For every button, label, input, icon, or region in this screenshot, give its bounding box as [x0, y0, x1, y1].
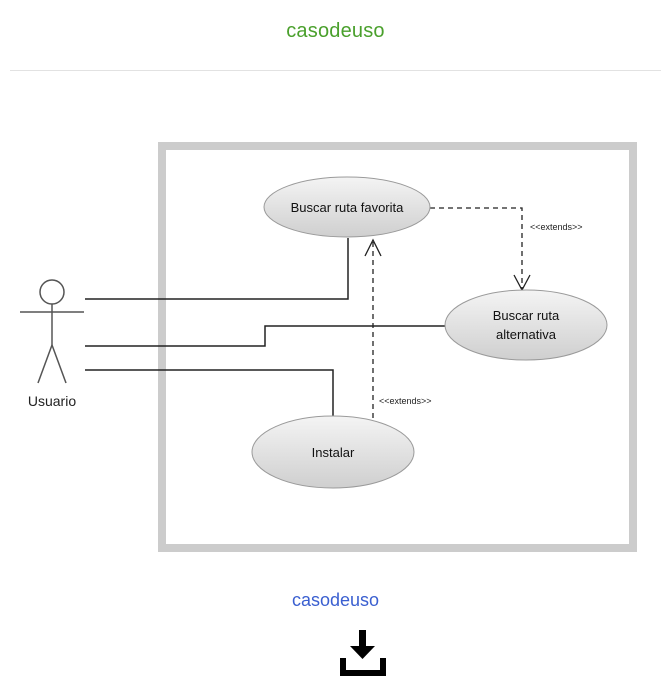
- use-case-alternative: [444, 289, 608, 361]
- caption-link[interactable]: casodeuso: [291, 590, 380, 610]
- actor-left-leg: [37, 344, 53, 384]
- association-install: [85, 369, 334, 418]
- use-case-favorite: [263, 176, 431, 238]
- download-icon[interactable]: [337, 628, 389, 678]
- header-divider: [10, 70, 661, 71]
- actor-right-leg: [51, 344, 67, 384]
- extends-label-top: <<extends>>: [530, 222, 583, 232]
- extends-label-bottom: <<extends>>: [379, 396, 432, 406]
- actor-head: [39, 279, 65, 305]
- association-alternative: [85, 325, 446, 347]
- use-case-install: [251, 415, 415, 489]
- use-case-favorite-label: Buscar ruta favorita: [291, 200, 404, 215]
- actor-usuario: [20, 279, 84, 384]
- use-case-install-label: Instalar: [312, 445, 355, 460]
- extends-arrowhead-bottom: [364, 238, 382, 257]
- extends-line-top: [430, 207, 523, 290]
- association-favorite: [85, 238, 349, 300]
- use-case-alternative-label-1: Buscar ruta: [493, 308, 560, 323]
- actor-label: Usuario: [28, 393, 76, 409]
- use-case-alternative-label-2: alternativa: [496, 327, 557, 342]
- page-title: casodeuso: [286, 20, 385, 42]
